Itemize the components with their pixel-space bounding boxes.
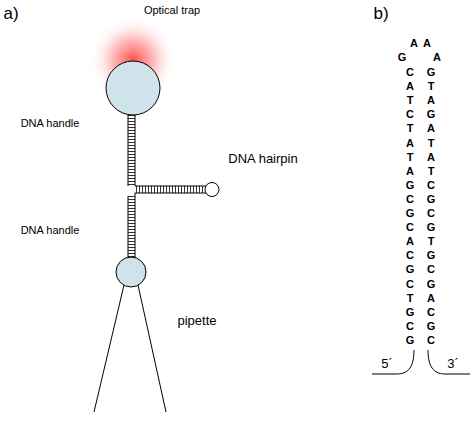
base-letter: G: [427, 67, 436, 78]
part-label: pipette: [177, 314, 216, 327]
dna-strand: [128, 196, 129, 258]
base-letter: G: [427, 250, 436, 261]
panel-label: a): [3, 5, 18, 22]
trap-label: Optical trap: [144, 5, 200, 16]
base-letter: A: [427, 292, 435, 303]
base-letter: T: [428, 137, 435, 148]
base-letter: G: [406, 264, 415, 275]
base-letter: C: [406, 109, 414, 120]
base-letter: A: [427, 95, 435, 106]
dna-strand: [128, 114, 129, 186]
dna-hairpin-rungs: [135, 186, 205, 193]
base-letter: G: [398, 52, 407, 63]
base-letter: A: [427, 151, 435, 162]
part-label: DNA handle: [21, 118, 80, 129]
strand-end-label: 3´: [447, 357, 459, 370]
trapped-bead: [106, 61, 160, 115]
base-letter: C: [406, 193, 414, 204]
base-letter: G: [406, 334, 415, 345]
panel-label: b): [373, 5, 388, 22]
dna-strand: [135, 186, 206, 187]
strand-end-label: 5´: [381, 357, 393, 370]
base-letter: C: [406, 250, 414, 261]
base-letter: A: [423, 38, 431, 49]
pipette-wall: [94, 285, 124, 412]
base-letter: A: [406, 165, 414, 176]
base-letter: G: [427, 222, 436, 233]
base-letter: C: [406, 67, 414, 78]
base-letter: C: [427, 208, 435, 219]
base-letter: A: [406, 236, 414, 247]
base-letter: C: [406, 320, 414, 331]
base-letter: A: [406, 81, 414, 92]
base-letter: T: [428, 81, 435, 92]
base-letter: G: [427, 320, 436, 331]
strand-end: [372, 350, 414, 374]
pipette-wall: [138, 285, 166, 412]
hairpin-loop: [205, 183, 219, 197]
base-letter: A: [427, 123, 435, 134]
base-letter: C: [427, 264, 435, 275]
base-letter: G: [427, 109, 436, 120]
base-letter: G: [406, 208, 415, 219]
base-letter: C: [406, 222, 414, 233]
base-letter: A: [406, 137, 414, 148]
part-label: DNA hairpin: [228, 152, 297, 165]
base-letter: T: [428, 236, 435, 247]
base-letter: T: [407, 95, 414, 106]
base-letter: G: [406, 179, 415, 190]
base-letter: T: [407, 151, 414, 162]
base-letter: T: [407, 292, 414, 303]
dna-handle-rungs: [128, 114, 135, 186]
base-letter: G: [427, 193, 436, 204]
base-letter: G: [427, 278, 436, 289]
base-letter: C: [406, 278, 414, 289]
strand-end: [428, 350, 470, 374]
base-letter: T: [428, 165, 435, 176]
pipette-bead: [116, 257, 146, 287]
dna-handle-rungs: [128, 196, 135, 258]
base-letter: A: [433, 52, 441, 63]
base-letter: C: [427, 179, 435, 190]
dna-strand: [135, 193, 206, 194]
base-letter: C: [427, 334, 435, 345]
base-letter: C: [427, 306, 435, 317]
base-letter: G: [406, 306, 415, 317]
dna-strand: [135, 193, 136, 258]
base-letter: T: [407, 123, 414, 134]
dna-strand: [135, 114, 136, 186]
base-letter: A: [410, 38, 418, 49]
part-label: DNA handle: [21, 225, 80, 236]
